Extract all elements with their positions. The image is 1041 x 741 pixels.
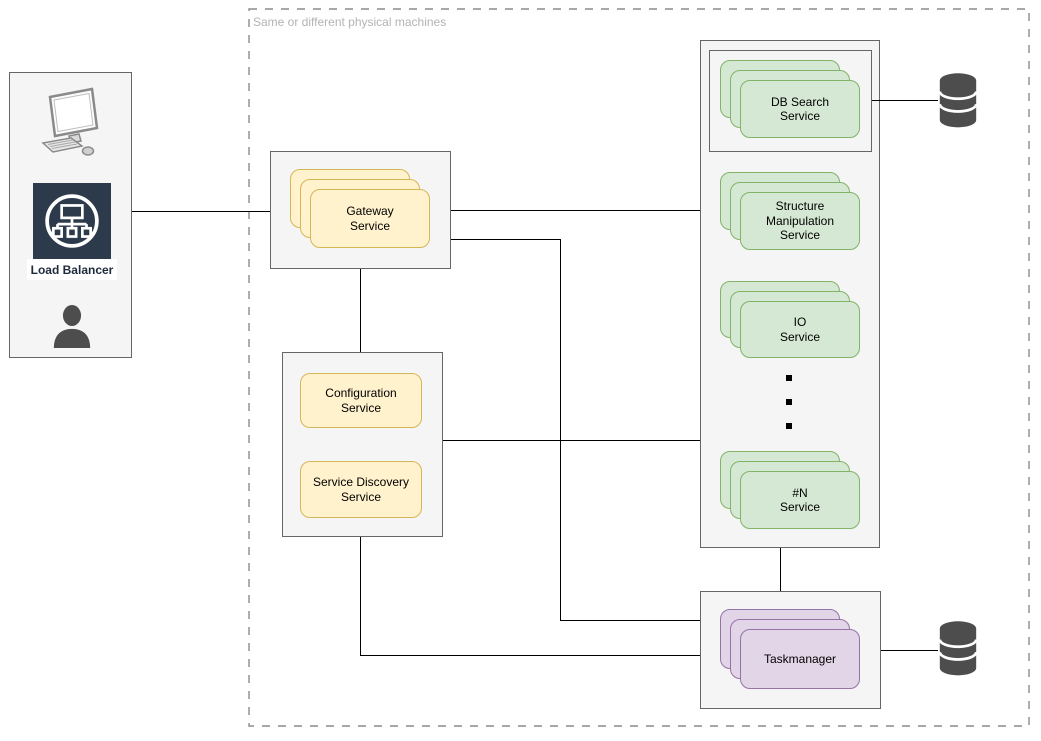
service-discovery-label: Service Discovery Service xyxy=(312,475,410,504)
machines-boundary xyxy=(248,8,1030,727)
taskmanager-node: Taskmanager xyxy=(720,609,860,689)
connector-config-taskmanager-seg2 xyxy=(360,655,700,656)
connector-gateway-services xyxy=(451,210,700,211)
gateway-service-card: Gateway Service xyxy=(310,189,430,248)
load-balancer-label: Load Balancer xyxy=(27,259,117,280)
nth-service-card: #N Service xyxy=(740,471,860,529)
taskmanager-label: Taskmanager xyxy=(763,651,837,666)
taskmanager-card: Taskmanager xyxy=(740,629,860,689)
structure-manipulation-service-card: Structure Manipulation Service xyxy=(740,192,860,250)
gateway-service-node: Gateway Service xyxy=(290,169,430,248)
structure-manipulation-service-node: Structure Manipulation Service xyxy=(720,172,860,250)
database-icon xyxy=(938,73,978,128)
dot xyxy=(786,375,792,381)
io-service-card: IO Service xyxy=(740,301,860,358)
nth-service-node: #N Service xyxy=(720,451,860,529)
db-search-service-label: DB Search Service xyxy=(770,94,830,123)
user-icon xyxy=(53,305,91,348)
load-balancer-icon xyxy=(45,194,99,248)
machines-boundary-label: Same or different physical machines xyxy=(253,15,447,29)
connector-dbsearch-database xyxy=(872,100,938,101)
client-panel: Load Balancer xyxy=(9,72,132,358)
load-balancer-node xyxy=(33,183,111,259)
configuration-service-node: Configuration Service xyxy=(300,373,422,428)
service-discovery-node: Service Discovery Service xyxy=(300,461,422,518)
db-search-service-card: DB Search Service xyxy=(740,80,860,138)
connector-gateway-taskmanager-seg1 xyxy=(451,239,561,240)
io-service-node: IO Service xyxy=(720,281,860,358)
structure-manipulation-service-label: Structure Manipulation Service xyxy=(765,199,835,243)
dot xyxy=(786,423,792,429)
connector-taskmanager-database xyxy=(881,650,938,651)
dot xyxy=(786,399,792,405)
database-icon xyxy=(938,621,978,676)
connector-config-taskmanager-seg1 xyxy=(360,537,361,656)
connector-services-taskmanager xyxy=(780,548,781,591)
configuration-service-label: Configuration Service xyxy=(325,386,397,415)
connector-gateway-config xyxy=(360,269,361,352)
connector-config-services xyxy=(443,440,700,441)
connector-gateway-taskmanager-seg3 xyxy=(560,620,700,621)
nth-service-label: #N Service xyxy=(779,485,820,514)
io-service-label: IO Service xyxy=(779,315,820,344)
connector-loadbalancer-gateway xyxy=(132,211,270,212)
desktop-computer-icon xyxy=(41,87,99,156)
gateway-service-label: Gateway Service xyxy=(346,204,394,233)
db-search-frame xyxy=(709,50,872,152)
connector-gateway-taskmanager-seg2 xyxy=(560,239,561,621)
db-search-service-node: DB Search Service xyxy=(720,60,860,138)
